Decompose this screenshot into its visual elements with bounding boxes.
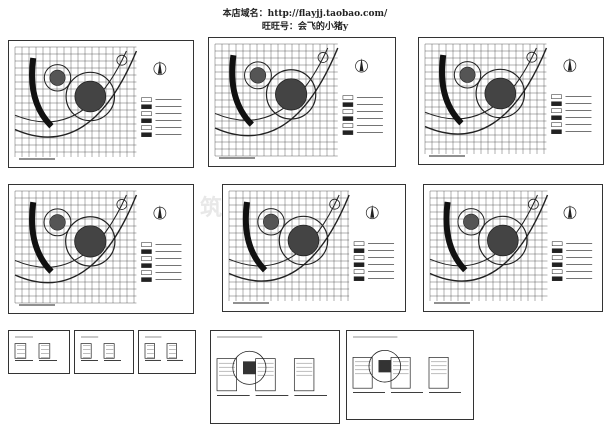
detail-sheet-5 — [346, 330, 474, 420]
wangwang-id-text: 旺旺号：会飞的小猪y — [261, 22, 349, 32]
store-domain-text: 本店域名：http://flayjj.taobao.com/ — [222, 9, 388, 19]
drawing-sheet-4 — [8, 184, 194, 314]
drawing-sheet-1 — [8, 40, 194, 168]
sheet-drawing-graphic — [424, 43, 592, 157]
detail-sheet-4 — [210, 330, 340, 424]
drawing-sheet-3 — [418, 37, 604, 165]
sheet-drawing-graphic — [144, 336, 183, 361]
sheet-drawing-graphic — [352, 336, 461, 394]
detail-sheet-2 — [74, 330, 134, 374]
sheet-drawing-graphic — [14, 190, 182, 306]
drawing-sheet-6 — [423, 184, 603, 312]
sheet-drawing-graphic — [429, 190, 593, 304]
sheet-drawing-graphic — [80, 336, 121, 361]
sheet-drawing-graphic — [216, 336, 327, 396]
sheet-drawing-graphic — [14, 336, 57, 361]
sheet-drawing-graphic — [214, 43, 383, 159]
drawing-sheet-2 — [208, 37, 396, 167]
detail-sheet-1 — [8, 330, 70, 374]
detail-sheet-3 — [138, 330, 196, 374]
sheet-drawing-graphic — [14, 46, 182, 160]
sheet-drawing-graphic — [228, 190, 395, 304]
drawing-sheet-5 — [222, 184, 406, 312]
